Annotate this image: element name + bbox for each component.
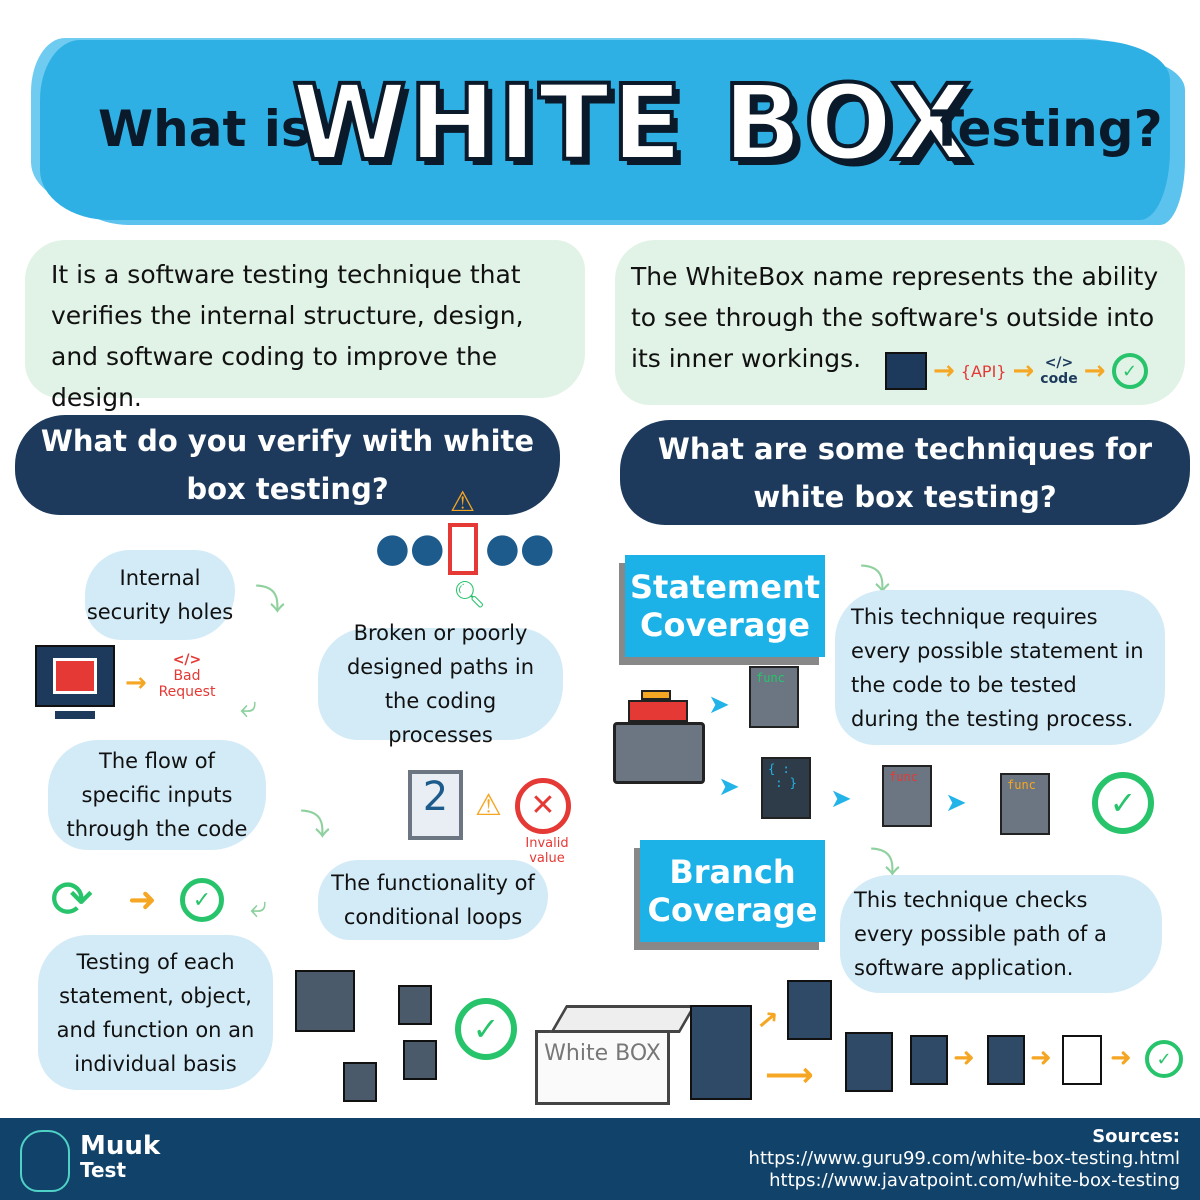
arrow-icon: ➤ [945, 788, 967, 818]
robot-icon [613, 682, 705, 792]
windows-stack-icon [295, 970, 355, 1032]
code-label: code [1040, 371, 1078, 387]
arrow-icon: ⤶ [250, 890, 267, 925]
arrow-icon: ➜ [1110, 1043, 1132, 1073]
title-prefix: What is [98, 100, 311, 158]
users-warning-icon: ⚠ ●● ●● 🔍︎ [345, 485, 575, 615]
window-icon [398, 985, 432, 1025]
branch-coverage-description: This technique checks every possible pat… [840, 875, 1162, 993]
arrow-icon: ➤ [830, 784, 852, 814]
white-box-icon: White BOX [535, 1005, 697, 1105]
arrow-icon: → [125, 668, 147, 698]
arrow-icon: → [749, 1001, 786, 1039]
definition-cloud: It is a software testing technique that … [25, 240, 585, 412]
users-icon: ●● [485, 525, 555, 571]
verify-item: Testing of each statement, object, and f… [38, 935, 273, 1090]
magnifier-icon: 🔍︎ [453, 580, 487, 610]
arrow-icon: ➜ [1030, 1043, 1052, 1073]
error-icon: ✕ [515, 778, 571, 834]
box-label: White BOX [544, 1041, 661, 1066]
statement-coverage-description: This technique requires every possible s… [835, 590, 1165, 745]
verify-item: Broken or poorly designed paths in the c… [318, 621, 563, 747]
check-icon: ✓ [1092, 772, 1154, 834]
description-text: This technique requires every possible s… [851, 604, 1144, 731]
input-value-icon: 2 [408, 770, 463, 840]
sources: Sources: https://www.guru99.com/white-bo… [749, 1126, 1180, 1192]
left-heading: What do you verify with white box testin… [15, 415, 560, 515]
window-icon [343, 1062, 377, 1102]
box-lid [549, 1005, 697, 1033]
title-suffix: Testing? [930, 100, 1163, 158]
definition-text: It is a software testing technique that … [51, 260, 524, 412]
statement-coverage-label: Statement Coverage [625, 555, 825, 657]
arrow-icon: ⤶ [240, 690, 257, 725]
brand-line1: Muuk [80, 1131, 161, 1161]
branch-coverage-label: Branch Coverage [640, 840, 825, 942]
code-file-icon: func [749, 666, 799, 728]
source-link[interactable]: https://www.javatpoint.com/white-box-tes… [769, 1170, 1180, 1191]
arrow-icon: ⟶ [765, 1055, 814, 1095]
code-icon: </>code [1040, 355, 1078, 387]
arrow-icon: → [933, 356, 955, 386]
report-icon [1062, 1035, 1102, 1085]
warning-icon: ⚠ [450, 485, 476, 518]
verify-item: The flow of specific inputs through the … [48, 740, 266, 850]
check-icon: ✓ [455, 998, 517, 1060]
bad-request-label: Bad Request [158, 668, 216, 700]
api-label: {API} [960, 361, 1007, 381]
refresh-icon: ⟳ [50, 870, 94, 930]
title-banner [40, 40, 1170, 220]
code-file-icon: func [882, 765, 932, 827]
app-screen-icon [987, 1035, 1025, 1085]
app-screen-icon [910, 1035, 948, 1085]
app-screen-icon [885, 352, 927, 390]
app-screen-icon [690, 1005, 752, 1100]
highlight-frame-icon [448, 523, 478, 575]
arrow-icon: ⤵ [300, 808, 330, 843]
name-meaning-text: The WhiteBox name represents the ability… [631, 262, 1159, 373]
sources-label: Sources: [1092, 1126, 1180, 1147]
verify-item: The functionality of conditional loops [318, 860, 548, 940]
code-file-icon: func [1000, 773, 1050, 835]
arrow-icon: ➜ [953, 1043, 975, 1073]
warning-icon: ⚠ [475, 788, 502, 823]
arrow-icon: ➤ [718, 772, 740, 802]
brand-line2: Test [80, 1158, 127, 1182]
app-screen-icon [845, 1032, 893, 1092]
arrow-icon: → [1083, 356, 1106, 386]
code-tag: </> [172, 652, 202, 668]
window-icon [403, 1040, 437, 1080]
description-text: This technique checks every possible pat… [854, 888, 1107, 980]
check-icon: ✓ [1145, 1040, 1183, 1078]
title-highlight: WHITE BOX [290, 60, 973, 186]
name-meaning-cloud: The WhiteBox name represents the ability… [615, 240, 1185, 405]
muuktest-face-logo [20, 1130, 70, 1192]
source-link[interactable]: https://www.guru99.com/white-box-testing… [748, 1148, 1180, 1169]
arrow-icon: ⤵ [255, 583, 285, 618]
users-icon: ●● [375, 525, 445, 571]
check-icon: ✓ [180, 878, 224, 922]
check-icon: ✓ [1111, 353, 1148, 389]
bad-request-icon: </>Bad Request [152, 652, 222, 700]
code-file-icon: { : : } [761, 757, 811, 819]
arrow-icon: ➤ [708, 690, 730, 720]
app-screen-icon [787, 980, 832, 1040]
arrow-icon: ➜ [128, 880, 157, 920]
verify-item: Internal security holes [85, 550, 235, 640]
right-heading: What are some techniques for white box t… [620, 420, 1190, 525]
arrow-icon: → [1012, 356, 1035, 386]
invalid-value-label: Invalid value [525, 836, 569, 866]
api-flow: → {API} → </>code → ✓ [885, 352, 1148, 390]
monitor-icon [35, 645, 115, 725]
